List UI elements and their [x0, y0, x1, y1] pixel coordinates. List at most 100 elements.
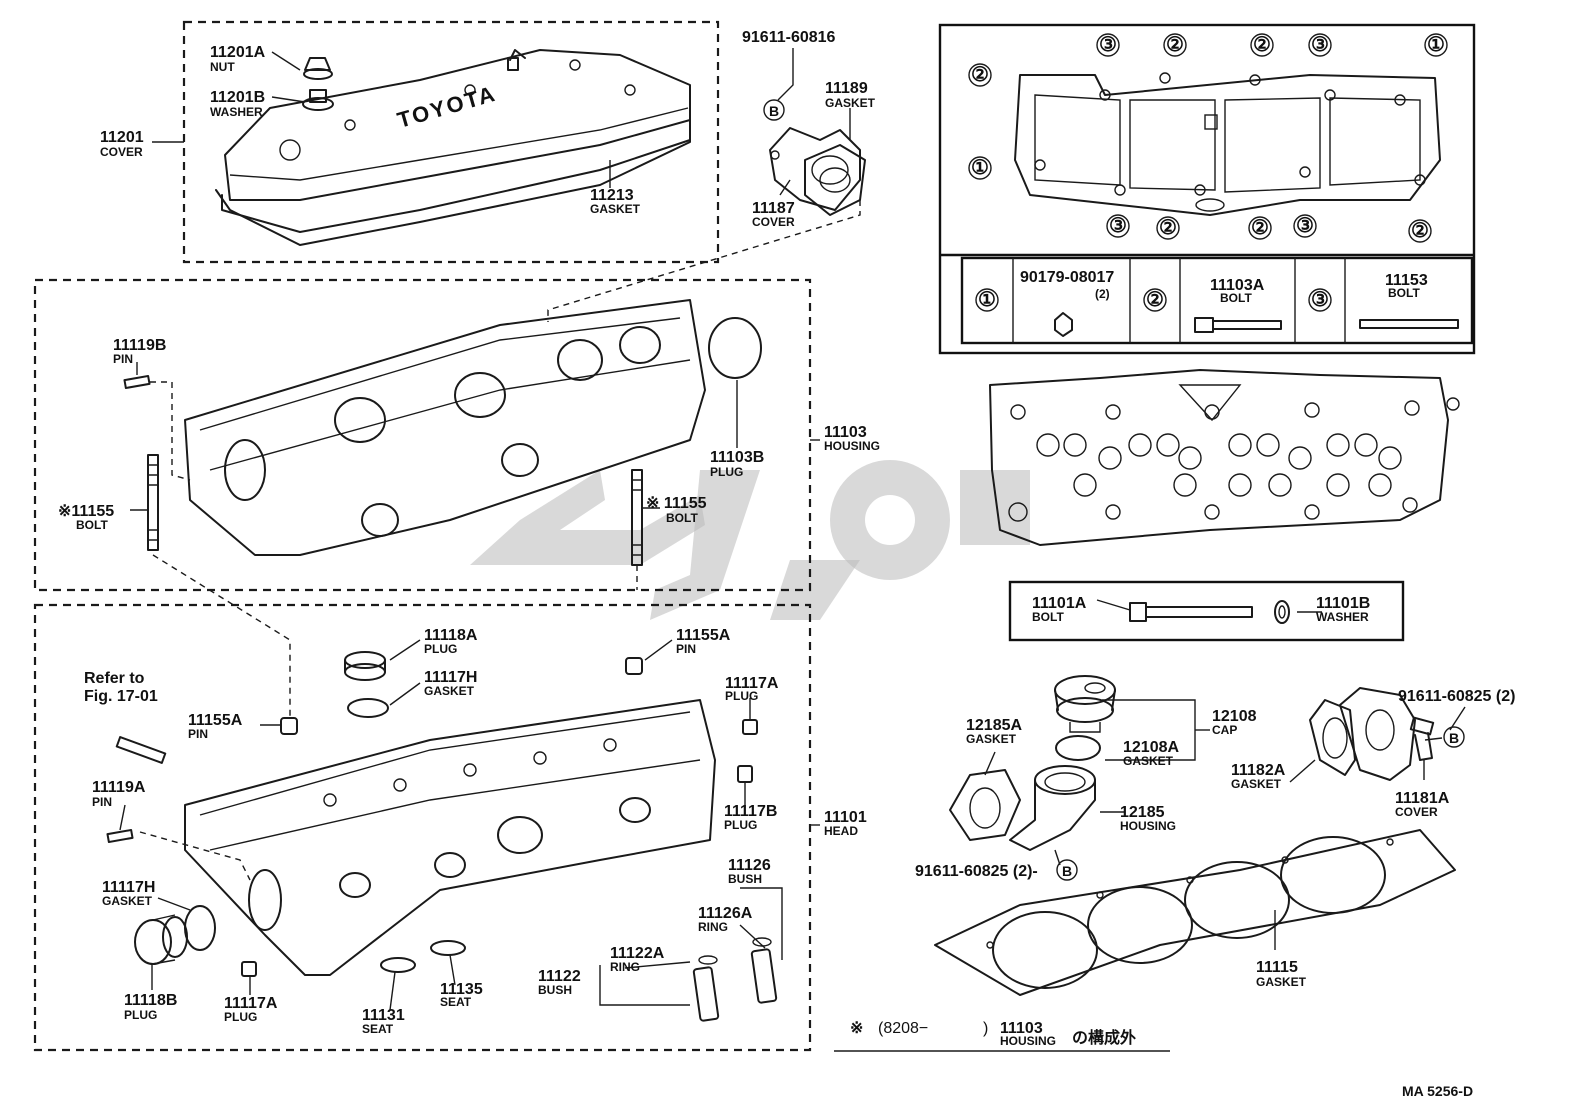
label-11117a-bottom-num: 11117A [224, 995, 278, 1012]
circled-marker-ring [1308, 33, 1332, 57]
label-11119b-name: PIN [113, 352, 133, 366]
legend-c2: ② [1146, 289, 1164, 311]
bolt-11155-left [147, 454, 159, 551]
label-11126-num: 11126 [728, 857, 771, 874]
legend-p1-qty: (2) [1095, 287, 1110, 301]
label-11115-num: 11115 [1256, 959, 1298, 976]
circled-marker-3: ③ [1308, 33, 1332, 57]
label-11131-name: SEAT [362, 1022, 394, 1036]
pin-11119a [106, 828, 134, 844]
label-11117h-top-name: GASKET [424, 684, 475, 698]
connector-pin-b [150, 381, 191, 481]
cap-12108 [1054, 675, 1116, 733]
legend-table: ① ② ③ 90179-08017 (2) 11103A BOLT 11153 … [960, 256, 1474, 345]
circled-marker-ring [1424, 33, 1448, 57]
label-11155a-left-name: PIN [188, 727, 208, 741]
label-11155-right-name: BOLT [666, 511, 698, 525]
footnote-part: 11103 [1000, 1020, 1043, 1037]
label-12185-num: 12185 [1120, 804, 1165, 821]
cover-11187 [769, 127, 861, 211]
label-11155-left-num: ※11155 [58, 503, 114, 520]
circled-marker-text: ① [971, 157, 989, 179]
bolt-washer-box [1008, 580, 1405, 642]
gasket-12185a [949, 769, 1021, 841]
label-11213-num: 11213 [590, 187, 634, 204]
svg-text:B: B [1449, 730, 1459, 746]
label-11117a-right-name: PLUG [725, 689, 758, 703]
cover-11181a [1339, 687, 1435, 781]
label-11201b-num: 11201B [210, 89, 265, 106]
label-11155a-left-num: 11155A [188, 712, 243, 729]
label-11101a-name: BOLT [1032, 610, 1064, 624]
label-11118a-name: PLUG [424, 642, 457, 656]
label-11103-name: HOUSING [824, 439, 880, 453]
circled-marker-ring [1106, 214, 1130, 238]
label-11101-num: 11101 [824, 809, 867, 826]
head-bottom-view [989, 369, 1460, 546]
label-11201b-name: WASHER [210, 105, 263, 119]
circled-marker-10: ③ [1293, 214, 1317, 238]
label-11155-right-num: ※ 11155 [646, 495, 707, 512]
label-11126a-name: RING [698, 920, 728, 934]
circled-marker-ring [1293, 214, 1317, 238]
label-11117b-num: 11117B [724, 803, 777, 820]
circled-marker-5: ② [968, 63, 992, 87]
cover-gasket [215, 127, 691, 246]
svg-text:B: B [769, 103, 779, 119]
circled-marker-ring [1163, 33, 1187, 57]
label-11181a-name: COVER [1395, 805, 1438, 819]
label-11117h-top-num: 11117H [424, 669, 477, 686]
label-11101b-num: 11101B [1316, 595, 1370, 612]
circled-marker-text: ③ [1311, 34, 1329, 56]
plug-11118b [134, 914, 188, 965]
legend-p1-num: 90179-08017 [1020, 269, 1114, 286]
label-12185-name: HOUSING [1120, 819, 1176, 833]
part-labels: 11201A NUT 11201B WASHER 11201 COVER 112… [58, 29, 1515, 1036]
label-12185a-name: GASKET [966, 732, 1017, 746]
label-11118b-name: PLUG [124, 1008, 157, 1022]
gasket-11117h-left [184, 905, 216, 951]
label-11118a-num: 11118A [424, 627, 478, 644]
gasket-11117h-top [347, 698, 389, 718]
label-11182a-num: 11182A [1231, 762, 1286, 779]
pin-11155a-left [280, 717, 298, 735]
label-11117a-bottom-name: PLUG [224, 1010, 257, 1024]
connector-bolt-head [152, 554, 291, 720]
plug-11117a-bottom [241, 961, 257, 977]
label-12108a-name: GASKET [1123, 754, 1174, 768]
label-11119b-num: 11119B [113, 337, 166, 354]
footnote-mark: ※ [850, 1020, 863, 1037]
watermark [470, 460, 1030, 620]
circled-marker-text: ② [1159, 217, 1177, 239]
circled-marker-ring [1250, 33, 1274, 57]
label-11122a-num: 11122A [610, 945, 665, 962]
label-11201-name: COVER [100, 145, 143, 159]
plug-11117a-right [742, 719, 758, 735]
pin-11155a-right [625, 657, 643, 675]
stud-refer-fig-17-01 [115, 736, 167, 764]
leader-lines [119, 48, 851, 1011]
head-gasket-11115 [934, 829, 1456, 996]
label-91611-60816: 91611-60816 [742, 29, 836, 46]
circled-marker-text: ② [1166, 34, 1184, 56]
circled-marker-7: ③ [1106, 214, 1130, 238]
legend-p3-name: BOLT [1388, 286, 1420, 300]
top-right-panel [938, 23, 1476, 355]
connector-b-housing [547, 200, 861, 322]
circled-marker-ring [968, 63, 992, 87]
footnote-range: (8208− [878, 1020, 928, 1037]
label-91611-60825-left: 91611-60825 (2)- [915, 863, 1038, 880]
pin-11119b [123, 374, 151, 390]
circled-marker-ring [968, 156, 992, 180]
circled-marker-text: ③ [1109, 215, 1127, 237]
label-11103b-name: PLUG [710, 465, 743, 479]
circled-marker-ring [1156, 216, 1180, 240]
legend-c3: ③ [1311, 289, 1329, 311]
circled-marker-text: ③ [1296, 215, 1314, 237]
label-11117b-name: PLUG [724, 818, 757, 832]
housing-top-view [1014, 72, 1441, 216]
circled-marker-text: ② [1253, 34, 1271, 56]
label-11189-num: 11189 [825, 80, 868, 97]
label-11201a-name: NUT [210, 60, 235, 74]
label-91611-60825-right: 91611-60825 (2) [1398, 688, 1515, 705]
